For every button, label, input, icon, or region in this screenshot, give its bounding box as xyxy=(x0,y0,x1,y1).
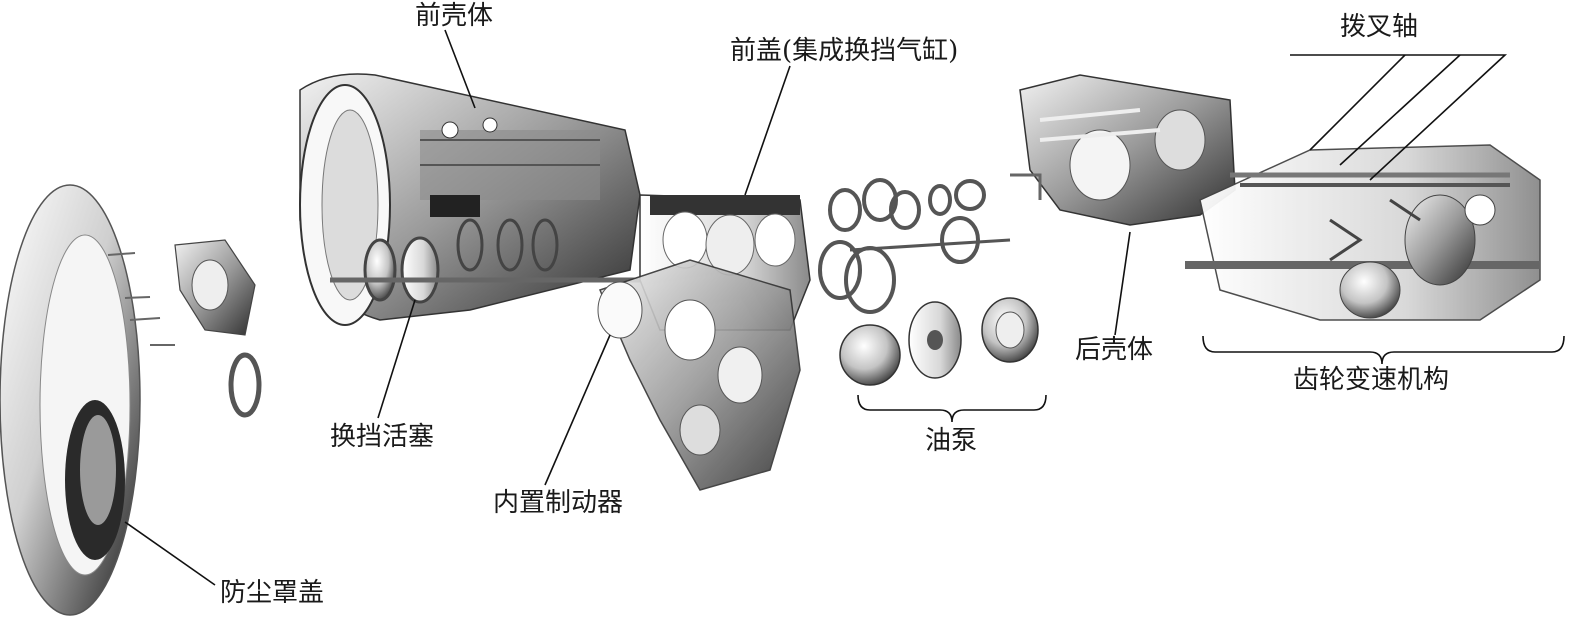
brake-part xyxy=(597,259,801,491)
leader-front-cover xyxy=(744,65,791,196)
label-front-cover: 前盖(集成换挡气缸) xyxy=(730,36,959,66)
label-dust-cover: 防尘罩盖 xyxy=(220,578,325,608)
leader-front-housing xyxy=(444,29,476,109)
oil-pump-part xyxy=(839,297,1039,386)
front-housing-part xyxy=(299,73,641,326)
gear-mechanism-part xyxy=(1185,144,1541,321)
label-brake: 内置制动器 xyxy=(493,488,624,518)
leader-fork-shaft-2 xyxy=(1309,54,1406,151)
label-rear-housing: 后壳体 xyxy=(1075,335,1154,365)
label-fork-shaft: 拨叉轴 xyxy=(1340,12,1419,42)
leader-shift-piston xyxy=(377,299,416,419)
seal-rings xyxy=(818,178,1011,314)
leader-dust-cover xyxy=(124,521,216,586)
leader-fork-shaft xyxy=(1290,54,1508,181)
bracket-part xyxy=(174,239,262,418)
label-oil-pump: 油泵 xyxy=(925,426,978,456)
leader-fork-shaft-3 xyxy=(1339,54,1461,166)
leader-rear-housing xyxy=(1114,231,1131,336)
dust-cover-part xyxy=(0,184,141,616)
label-front-housing: 前壳体 xyxy=(415,1,494,31)
leader-brake xyxy=(544,334,611,486)
label-gear-mechanism: 齿轮变速机构 xyxy=(1293,365,1450,395)
shift-piston-part xyxy=(330,218,640,304)
brace-gear-mechanism xyxy=(1202,335,1565,365)
label-shift-piston: 换挡活塞 xyxy=(330,422,435,452)
leader-lines xyxy=(124,29,1565,586)
brace-oil-pump xyxy=(857,394,1047,423)
bolts xyxy=(107,252,175,346)
rear-housing-part xyxy=(1010,74,1236,226)
